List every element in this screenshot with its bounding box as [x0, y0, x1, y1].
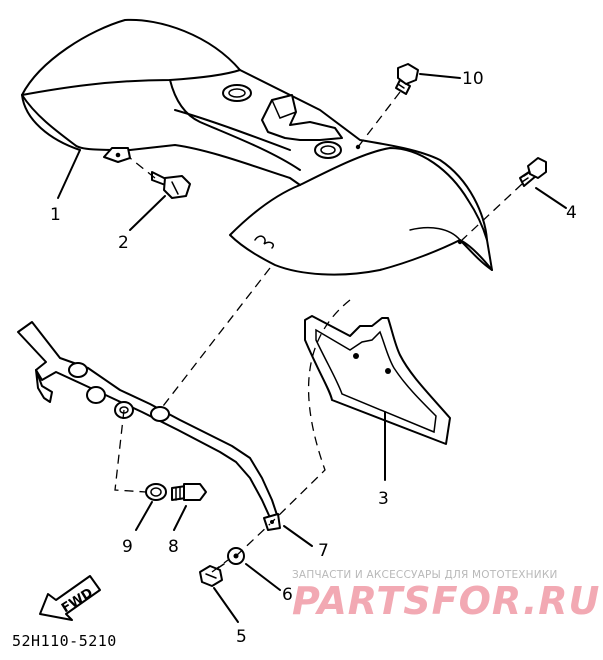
label-part-2: 2: [118, 233, 129, 253]
label-part-8: 8: [168, 537, 179, 557]
part-2-bolt: [151, 171, 191, 199]
figure-code: 52H110-5210: [12, 632, 117, 650]
part-3-plate: [304, 315, 451, 445]
part-number-labels: 1 2 3 4 5 6 7 8 9 10: [50, 69, 577, 647]
label-part-5: 5: [236, 627, 247, 647]
part-4-bolt: [519, 157, 547, 187]
label-part-4: 4: [566, 203, 577, 223]
leader-lines: [57, 73, 567, 623]
watermark-brand: PARTSFOR.RU: [292, 579, 600, 623]
watermark-tagline: ЗАПЧАСТИ И АКСЕССУАРЫ ДЛЯ МОТОТЕХНИКИ: [292, 569, 558, 581]
label-part-7: 7: [318, 541, 329, 561]
part-5-screw: [199, 563, 225, 587]
label-part-3: 3: [378, 489, 389, 509]
part-10-bolt: [395, 63, 419, 95]
watermark: ЗАПЧАСТИ И АКСЕССУАРЫ ДЛЯ МОТОТЕХНИКИ PA…: [292, 569, 600, 623]
fwd-arrow-icon: FWD: [39, 575, 101, 621]
label-part-9: 9: [122, 537, 133, 557]
part-8-bolt: [171, 483, 207, 501]
label-part-1: 1: [50, 205, 61, 225]
label-part-6: 6: [282, 585, 293, 605]
frame-bracket: [17, 321, 281, 531]
part-1-front-fender: [21, 18, 493, 276]
assembly-lines: [114, 91, 523, 573]
part-9-nut: [145, 483, 167, 501]
label-part-10: 10: [462, 69, 484, 89]
